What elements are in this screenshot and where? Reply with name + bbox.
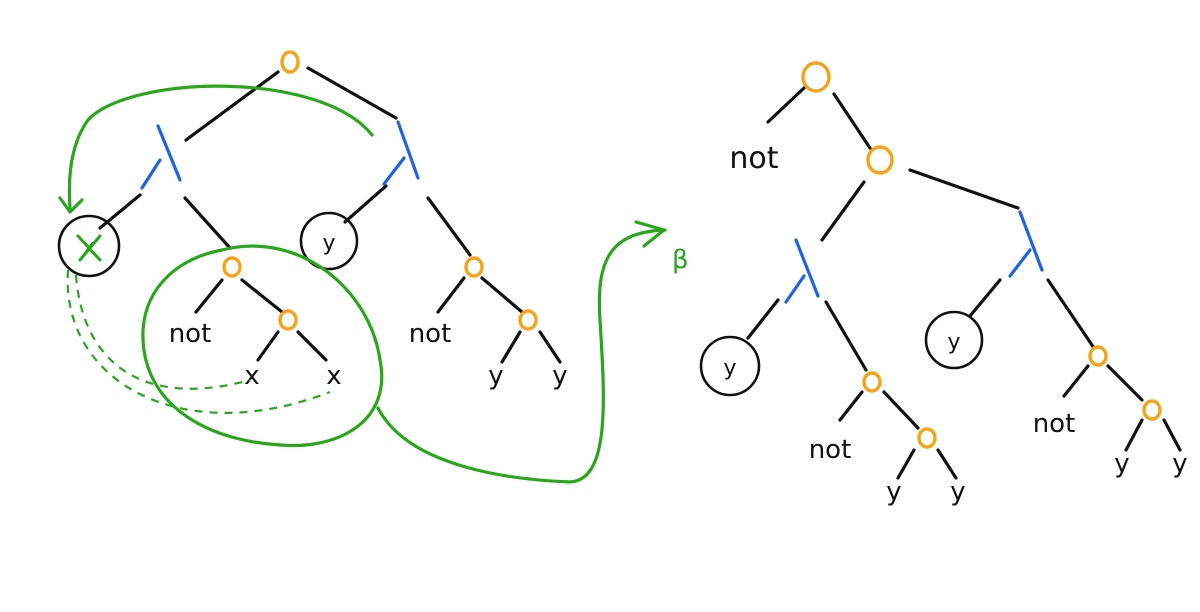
edge (184, 70, 280, 142)
application-edge (140, 158, 162, 190)
leaf-y: y (950, 477, 965, 507)
edge (183, 196, 232, 250)
substitution-link (66, 269, 331, 414)
operator-node (917, 427, 937, 449)
leaf-not: not (809, 435, 852, 465)
argument-variable-circle (299, 211, 359, 271)
application-node (794, 238, 820, 298)
substitution-annotations: β (58, 84, 689, 484)
beta-label: β (672, 245, 689, 275)
bound-variable-circle (57, 214, 121, 278)
left-tree: x y not x x not y y (57, 50, 568, 391)
edge (1046, 278, 1096, 350)
edge (838, 390, 864, 422)
application-node (1018, 210, 1044, 272)
edge (194, 278, 224, 314)
top-not-label: not (729, 141, 778, 176)
operator-node (518, 309, 538, 331)
operator-node (801, 61, 831, 93)
right-tree: y y not not y y not y y (699, 61, 1188, 507)
substitution-arrow (67, 84, 374, 210)
edge (746, 298, 780, 340)
operator-node (862, 371, 882, 393)
leaf-y: y (886, 477, 901, 507)
edge (968, 278, 1002, 318)
edge (240, 278, 284, 314)
edge (896, 448, 916, 480)
application-edge (382, 156, 406, 186)
leaf-y: y (1114, 449, 1129, 479)
edge (820, 180, 866, 242)
edge (538, 330, 562, 364)
variable-circle (699, 335, 761, 397)
edge (480, 276, 524, 314)
arrow-head (58, 196, 84, 214)
variable-label: y (723, 356, 736, 381)
edge (936, 448, 958, 480)
edge (343, 184, 388, 224)
application-edge (784, 274, 806, 304)
edge (436, 276, 466, 314)
operator-node (280, 50, 300, 74)
edge (296, 330, 328, 362)
body-enclosure (141, 244, 384, 448)
edge (500, 330, 522, 364)
leaf-y: y (488, 361, 503, 391)
edge (256, 330, 280, 362)
operator-node (1142, 399, 1162, 421)
edge (882, 390, 920, 430)
leaf-y: y (552, 361, 567, 391)
variable-circle (924, 310, 984, 370)
edge (1124, 418, 1144, 452)
edge (824, 300, 868, 372)
arrow-head (634, 220, 666, 248)
argument-variable-label: y (322, 231, 335, 256)
application-edge (1008, 248, 1032, 278)
application-node (156, 124, 182, 182)
leaf-not: not (169, 319, 212, 349)
edge (1062, 364, 1090, 398)
operator-node (464, 256, 484, 278)
edge (1162, 418, 1182, 452)
operator-node (866, 145, 894, 175)
edge (908, 168, 1020, 210)
beta-arrow (376, 228, 667, 484)
leaf-not: not (1033, 409, 1076, 439)
leaf-y: y (1172, 449, 1187, 479)
edge (1106, 364, 1144, 402)
leaf-x: x (244, 361, 259, 391)
substitution-link (74, 274, 251, 390)
variable-label: y (947, 330, 960, 355)
edge (98, 193, 142, 230)
strike-mark (76, 234, 102, 262)
edge (306, 66, 398, 120)
edge (426, 196, 472, 257)
edge (832, 92, 872, 150)
leaf-x: x (326, 361, 341, 391)
operator-node (1088, 345, 1108, 367)
edge (766, 86, 806, 124)
operator-node (278, 309, 298, 331)
leaf-not: not (409, 319, 452, 349)
application-node (396, 120, 420, 180)
operator-node (222, 256, 242, 278)
